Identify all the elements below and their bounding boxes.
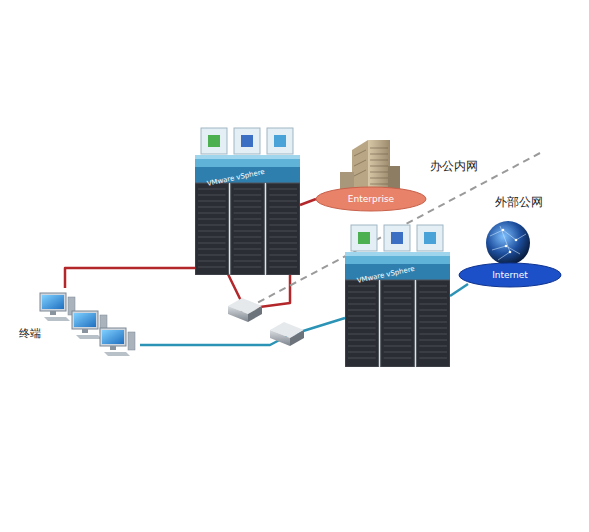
oval-label: Internet xyxy=(492,270,528,280)
network-cable xyxy=(450,284,468,296)
network-oval: Internet xyxy=(458,262,562,288)
network-oval: Enterprise xyxy=(315,186,427,212)
terminal-label: 终端 xyxy=(19,326,41,341)
zone-label: 外部公网 xyxy=(495,194,543,211)
oval-label: Enterprise xyxy=(348,194,394,204)
terminal-computer xyxy=(40,293,75,321)
terminal-computer xyxy=(100,328,135,356)
rack-shape xyxy=(195,125,300,275)
network-cable xyxy=(140,318,345,345)
terminal-group: 终端 xyxy=(15,288,140,363)
network-switch xyxy=(270,322,304,346)
rack-shape xyxy=(345,222,450,367)
server-rack: VMware vSphere xyxy=(345,222,450,367)
globe-icon xyxy=(486,221,530,265)
zone-label: 办公内网 xyxy=(430,158,478,175)
network-switch xyxy=(228,298,262,322)
network-cable xyxy=(300,199,316,205)
server-rack: VMware vSphere xyxy=(195,125,300,275)
